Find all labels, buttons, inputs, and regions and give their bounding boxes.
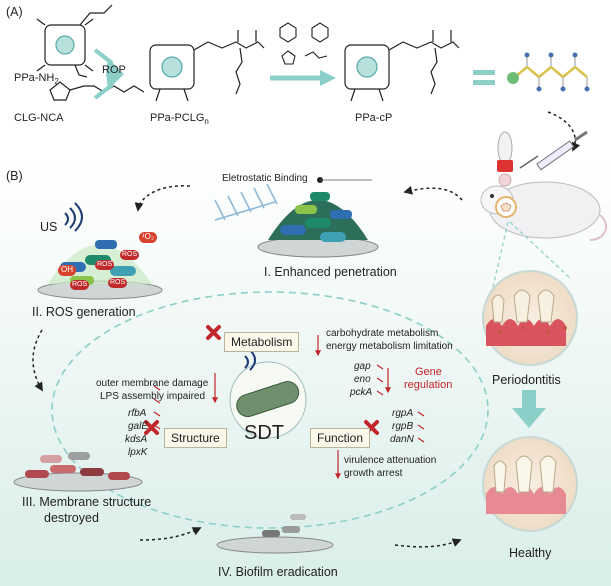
step1-label: I. Enhanced penetration xyxy=(264,265,397,279)
equals-sign xyxy=(473,70,495,85)
rop-arrows xyxy=(93,48,124,100)
arrow-to-step4 xyxy=(139,527,202,541)
syringe-icon xyxy=(519,130,588,171)
ros-badge-4: ROS xyxy=(108,278,128,288)
gene-regulation-label-line1: Gene xyxy=(415,366,442,378)
ppa-nh2-structure xyxy=(36,4,113,78)
gene-kdsa: kdsA xyxy=(125,434,148,445)
gene-gap: gap xyxy=(354,361,371,372)
function-note-2: growth arrest xyxy=(344,468,403,479)
metabolism-box: Metabolism xyxy=(224,332,300,352)
function-note-1: virulence attenuation xyxy=(344,455,437,466)
periodontitis-illustration xyxy=(482,270,578,366)
mechanism-ellipse xyxy=(51,291,489,529)
healthy-label: Healthy xyxy=(509,546,552,560)
ppa-cp-structure xyxy=(344,30,460,102)
structure-note-1: outer membrane damage xyxy=(96,378,209,389)
step3-label-line1: III. Membrane structure xyxy=(22,495,152,509)
periodontitis-label: Periodontitis xyxy=(492,373,561,387)
gene-gale: galE xyxy=(128,421,149,432)
regulation-arrows xyxy=(153,335,425,480)
intermediate-label: PPa-PCLGn xyxy=(150,112,209,127)
structure-box: Structure xyxy=(164,428,227,448)
function-box: Function xyxy=(310,428,371,448)
healthy-illustration xyxy=(482,436,578,532)
mouse-illustration xyxy=(480,130,608,241)
arrow-to-step3 xyxy=(32,329,43,392)
ros-badge-3: ROS xyxy=(70,280,90,290)
eradication-illustration xyxy=(216,514,334,554)
treatment-arrow xyxy=(512,390,546,428)
rop-label: ROP xyxy=(102,64,126,76)
metabolism-note-1: carbohydrate metabolism xyxy=(326,328,439,339)
step2-label: II. ROS generation xyxy=(32,305,136,319)
arrow-to-step1 xyxy=(403,185,463,201)
metabolism-note-2: energy metabolism limitation xyxy=(326,341,453,352)
zoom-line-left xyxy=(489,221,509,301)
product-label: PPa-cP xyxy=(355,112,393,124)
gene-rfba: rfbA xyxy=(128,408,147,419)
step4-label: IV. Biofilm eradication xyxy=(218,565,338,579)
membrane-illustration xyxy=(13,452,143,492)
ppa-pclg-structure xyxy=(149,30,265,102)
gene-dann: danN xyxy=(390,434,414,445)
reactant2-label: CLG-NCA xyxy=(14,112,64,124)
gene-lpxk: lpxK xyxy=(128,447,148,458)
polymer-cartoon xyxy=(507,52,590,92)
panel-b-label: (B) xyxy=(6,169,23,183)
ros-badge-2: ROS xyxy=(120,250,140,260)
reactant1-label: PPa-NH2 xyxy=(14,72,59,87)
gene-pcka: pckA xyxy=(350,387,373,398)
us-label: US xyxy=(40,220,58,234)
ros-badge-1: ROS xyxy=(95,260,115,270)
ros-badge-oh: OH xyxy=(58,265,76,276)
gene-eno: eno xyxy=(354,374,371,385)
step3-label-line2: destroyed xyxy=(44,511,99,525)
panel-a-label: (A) xyxy=(6,5,23,19)
gene-rgpa: rgpA xyxy=(392,408,414,419)
sdt-label: SDT xyxy=(244,422,284,444)
sdt-bacterium-illustration xyxy=(229,349,307,439)
arrow-to-step2 xyxy=(134,185,191,212)
gene-regulation-label-line2: regulation xyxy=(404,379,453,391)
penetration-illustration xyxy=(214,177,379,258)
arrow-to-healthy xyxy=(394,538,462,548)
gene-rgpb: rgpB xyxy=(392,421,414,432)
reaction-arrow xyxy=(270,70,336,86)
structure-note-2: LPS assembly impaired xyxy=(100,391,206,402)
binding-label: Eletrostatic Binding xyxy=(222,173,308,184)
reagent-structures xyxy=(279,22,329,65)
ros-badge-singlet-oxygen: ¹O₂ xyxy=(139,232,157,243)
